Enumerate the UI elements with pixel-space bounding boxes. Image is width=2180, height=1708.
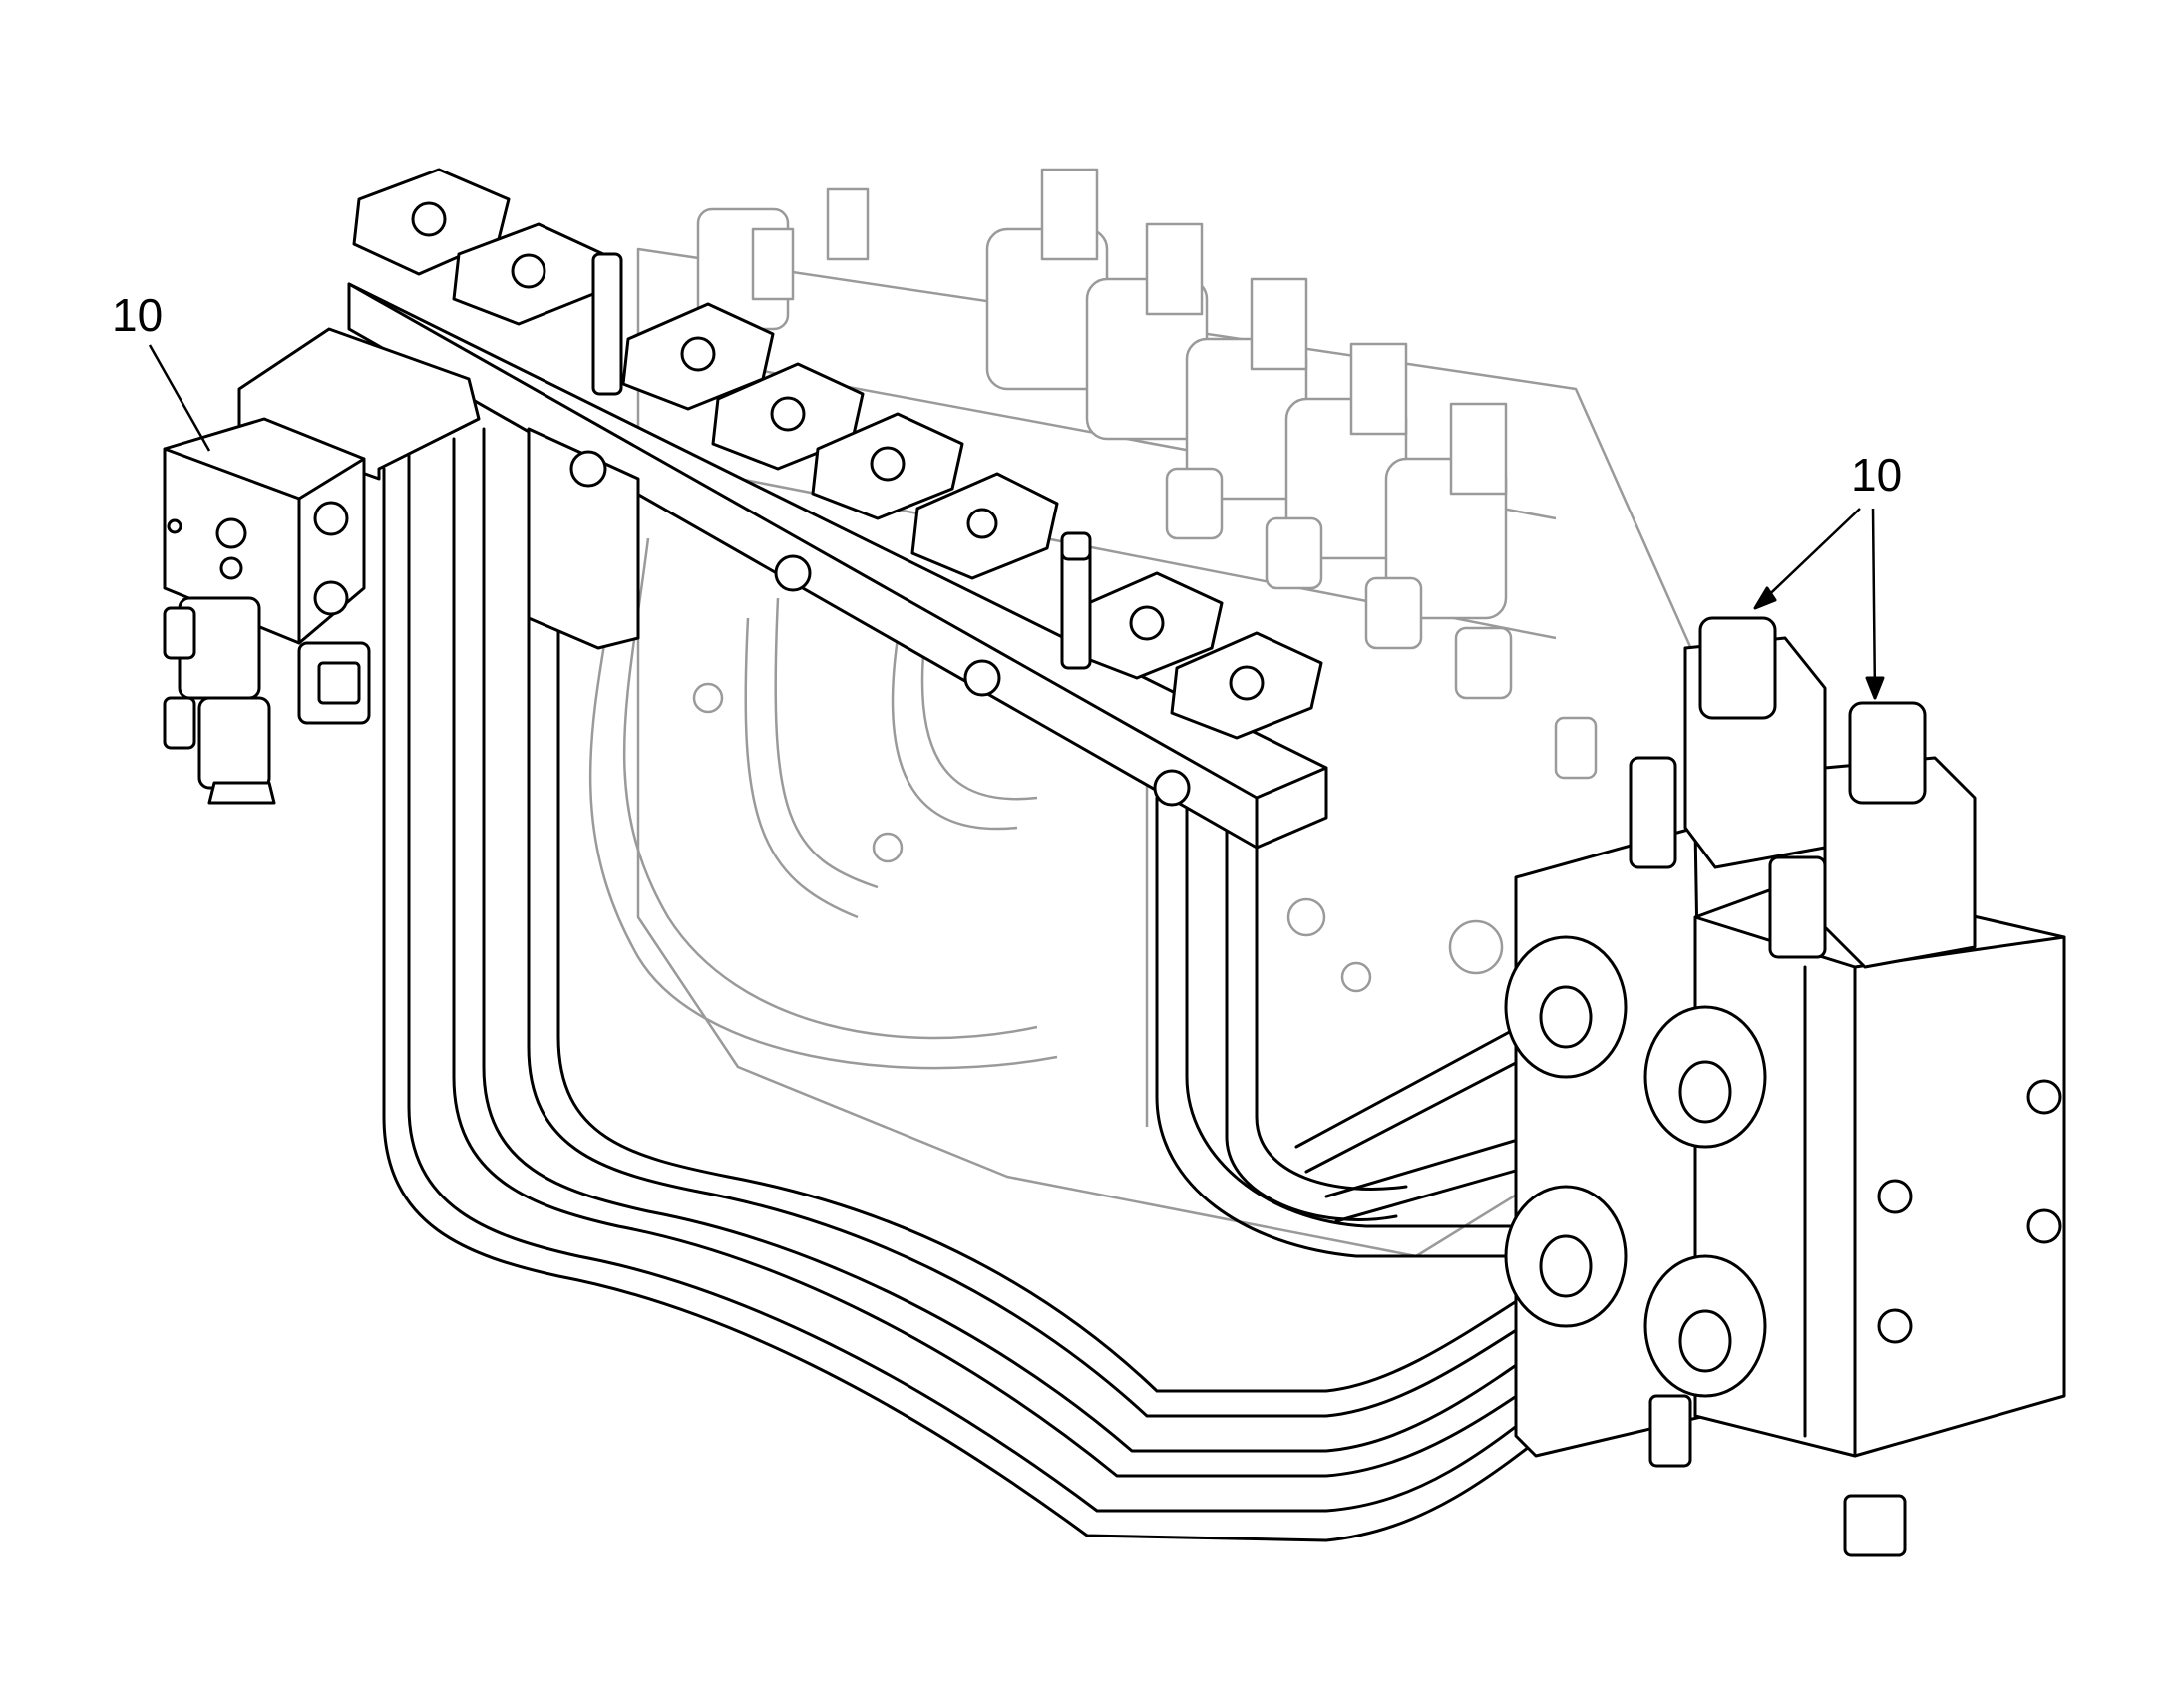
leader-line-right-a — [1754, 508, 1861, 609]
leader-line-right-b — [1871, 508, 1877, 699]
leader-arrow-right-a — [1753, 586, 1777, 610]
callout-right: 10 — [1753, 449, 1902, 700]
leader-line-left — [148, 344, 211, 452]
leader-arrow-right-b — [1865, 676, 1885, 700]
ghost-valve-caps — [696, 168, 1598, 780]
callout-label-left: 10 — [112, 289, 163, 341]
left-solenoid-valve — [163, 417, 371, 805]
callout-left: 10 — [112, 289, 211, 452]
stack-flanges — [1504, 935, 1767, 1398]
manifold-flanges — [352, 168, 1323, 740]
callout-label-right: 10 — [1851, 449, 1902, 501]
hydraulic-hoses — [382, 407, 1697, 1542]
manifold-bar — [237, 282, 1328, 850]
right-valve-stack — [1504, 616, 2066, 1557]
